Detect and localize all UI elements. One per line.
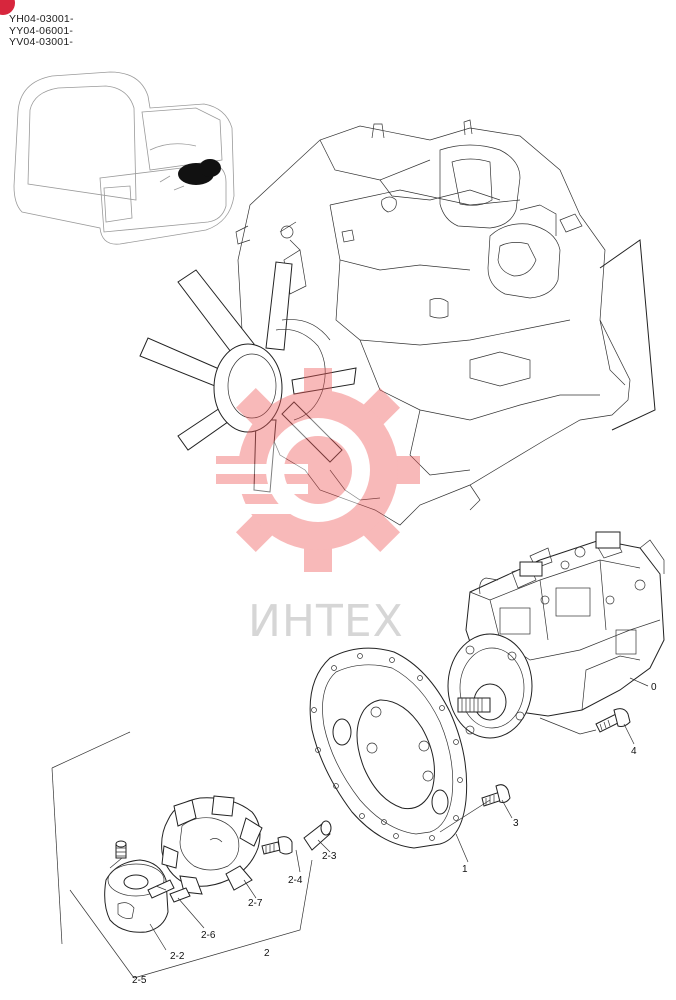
serial-range-1: YH04-03001- [9, 13, 74, 25]
part-callouts: 0 1 2 2-2 2-3 2-4 2-5 2-6 2-7 3 4 [132, 682, 657, 986]
callout-2-5: 2-5 [132, 975, 147, 986]
callout-2-2: 2-2 [170, 951, 185, 962]
bolt-2-4 [261, 836, 293, 855]
callout-1: 1 [462, 864, 468, 875]
serial-range-3: YV04-03001- [9, 36, 74, 48]
callout-2-7: 2-7 [248, 898, 263, 909]
bolt-part-3 [481, 784, 511, 807]
page-marker-badge [0, 0, 15, 15]
callout-4: 4 [631, 746, 637, 757]
callout-2-4: 2-4 [288, 875, 303, 886]
callout-2-6: 2-6 [201, 930, 216, 941]
coupling-element-2-7 [161, 795, 263, 895]
serial-range-2: YY04-06001- [9, 24, 74, 37]
watermark-text: ИНТЕХ [248, 596, 404, 647]
bolt-part-4 [595, 708, 631, 733]
coupling-hub-2-2 [104, 859, 175, 933]
callout-3: 3 [513, 818, 519, 829]
hydraulic-pump-assembly [447, 531, 665, 739]
set-screw-2-5 [115, 840, 127, 859]
callout-2: 2 [264, 948, 270, 959]
flywheel-housing [309, 647, 468, 849]
cooling-fan [139, 261, 357, 493]
watermark-gear-logo [208, 368, 420, 572]
serial-number-ranges: YH04-03001- YY04-06001- YV04-03001- [9, 13, 74, 49]
machine-location-inset [13, 71, 235, 245]
spring-pin-2-6 [169, 887, 191, 903]
callout-0: 0 [651, 682, 657, 693]
bushing-2-3 [303, 820, 332, 851]
callout-2-3: 2-3 [322, 851, 337, 862]
leader-lines [51, 677, 649, 979]
